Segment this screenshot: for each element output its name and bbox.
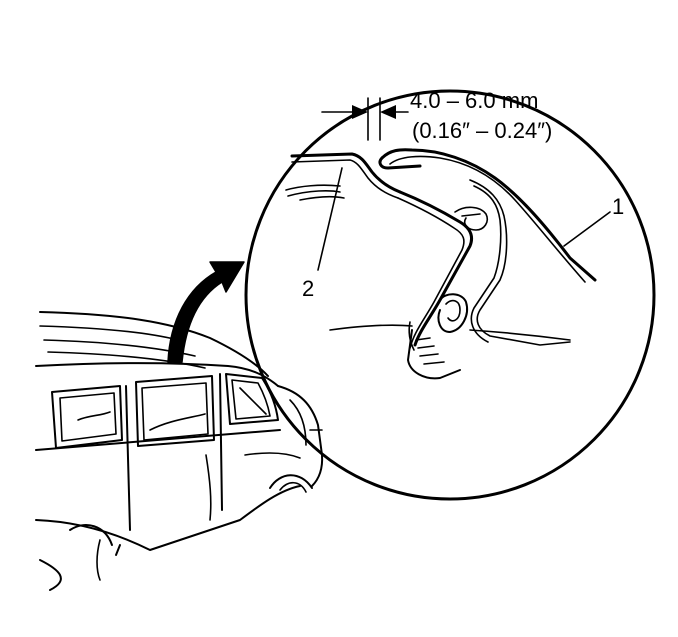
seal-cross-section: [285, 148, 597, 380]
callout-arrow: [167, 261, 245, 363]
detail-circle: [244, 89, 656, 501]
dimension-metric: 4.0 – 6.0 mm: [410, 88, 538, 113]
dimension-imperial: (0.16″ – 0.24″): [412, 118, 552, 143]
callout-label-2: 2: [302, 276, 314, 301]
gap-dimension: [321, 97, 409, 141]
callout-leaders: [317, 167, 611, 271]
callout-label-1: 1: [612, 194, 624, 219]
